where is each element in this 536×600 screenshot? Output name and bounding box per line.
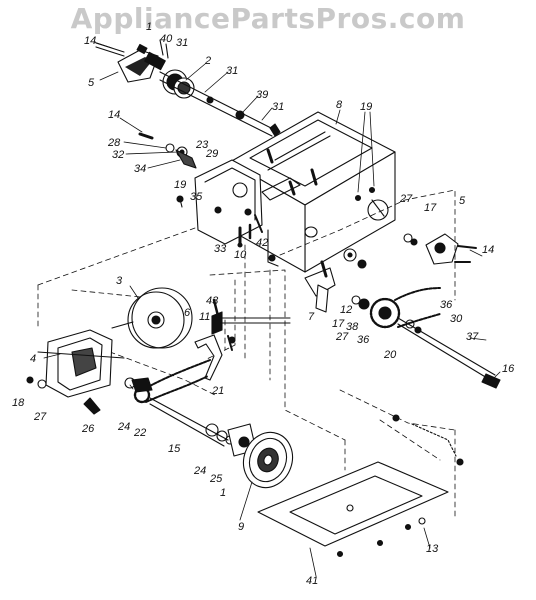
watermark-text: AppliancePartsPros.com — [70, 2, 466, 35]
label-part-3: 3 — [116, 275, 123, 287]
label-part-20: 20 — [383, 349, 397, 361]
lower-drive-shaft — [124, 359, 257, 457]
label-part-13: 13 — [426, 543, 439, 555]
label-part-4: 4 — [30, 353, 36, 365]
label-part-28: 28 — [107, 137, 121, 149]
left-bearing-plate — [26, 329, 125, 415]
label-part-30: 30 — [450, 313, 463, 325]
label-part-26: 26 — [81, 423, 95, 435]
label-part-32: 32 — [112, 149, 124, 161]
drive-sprocket — [369, 297, 401, 329]
label-part-31: 31 — [226, 65, 238, 77]
label-part-36: 36 — [440, 299, 453, 311]
label-part-19: 19 — [360, 101, 372, 113]
left-fasteners — [95, 42, 197, 208]
label-part-22: 22 — [133, 427, 146, 439]
label-part-9: 9 — [238, 521, 244, 533]
label-part-40: 40 — [160, 33, 173, 45]
label-part-27: 27 — [335, 331, 349, 343]
label-part-15: 15 — [168, 443, 181, 455]
label-part-17: 17 — [332, 318, 345, 330]
leader-lines — [43, 41, 501, 577]
label-part-37: 37 — [466, 331, 479, 343]
shift-arm — [194, 298, 291, 381]
label-part-14: 14 — [108, 109, 120, 121]
sprocket-group — [304, 248, 501, 389]
gearbox-frame — [194, 111, 396, 273]
label-part-6: 6 — [184, 307, 191, 319]
label-part-41: 41 — [306, 575, 318, 587]
label-part-8: 8 — [336, 99, 343, 111]
label-part-12: 12 — [340, 304, 352, 316]
label-part-16: 16 — [502, 363, 515, 375]
label-part-1: 1 — [220, 487, 226, 499]
label-part-36: 36 — [357, 334, 370, 346]
label-part-18: 18 — [12, 397, 25, 409]
label-part-27: 27 — [399, 193, 413, 205]
label-part-14: 14 — [482, 244, 494, 256]
label-part-23: 23 — [195, 139, 209, 151]
label-part-14: 14 — [84, 35, 96, 47]
frame-bolts — [237, 214, 263, 248]
label-part-1: 1 — [146, 21, 152, 33]
label-part-33: 33 — [214, 243, 227, 255]
friction-wheel — [242, 431, 294, 489]
label-part-11: 11 — [199, 311, 210, 323]
label-part-31: 31 — [176, 37, 188, 49]
label-part-19: 19 — [174, 179, 186, 191]
label-part-38: 38 — [346, 321, 359, 333]
bracket-7 — [315, 284, 329, 313]
label-part-24: 24 — [193, 465, 206, 477]
label-part-39: 39 — [256, 89, 268, 101]
right-bearing-assembly — [403, 233, 477, 265]
upper-shaft-assembly — [117, 39, 281, 137]
label-part-10: 10 — [234, 249, 247, 261]
label-part-34: 34 — [134, 163, 146, 175]
part-labels: 14 1 40 31 5 2 31 39 31 14 28 32 34 23 2… — [12, 21, 515, 587]
label-part-21: 21 — [211, 385, 224, 397]
label-part-17: 17 — [424, 202, 437, 214]
label-part-7: 7 — [308, 311, 315, 323]
label-part-24: 24 — [117, 421, 130, 433]
label-part-29: 29 — [205, 148, 218, 160]
label-part-5: 5 — [459, 195, 466, 207]
label-part-25: 25 — [209, 473, 223, 485]
bottom-plate — [257, 414, 464, 558]
label-part-5: 5 — [88, 77, 95, 89]
label-part-27: 27 — [33, 411, 47, 423]
label-part-31: 31 — [272, 101, 284, 113]
label-part-2: 2 — [204, 55, 211, 67]
label-part-43: 43 — [206, 295, 219, 307]
label-part-42: 42 — [256, 237, 268, 249]
label-part-35: 35 — [190, 191, 203, 203]
drive-pulley — [111, 287, 193, 349]
